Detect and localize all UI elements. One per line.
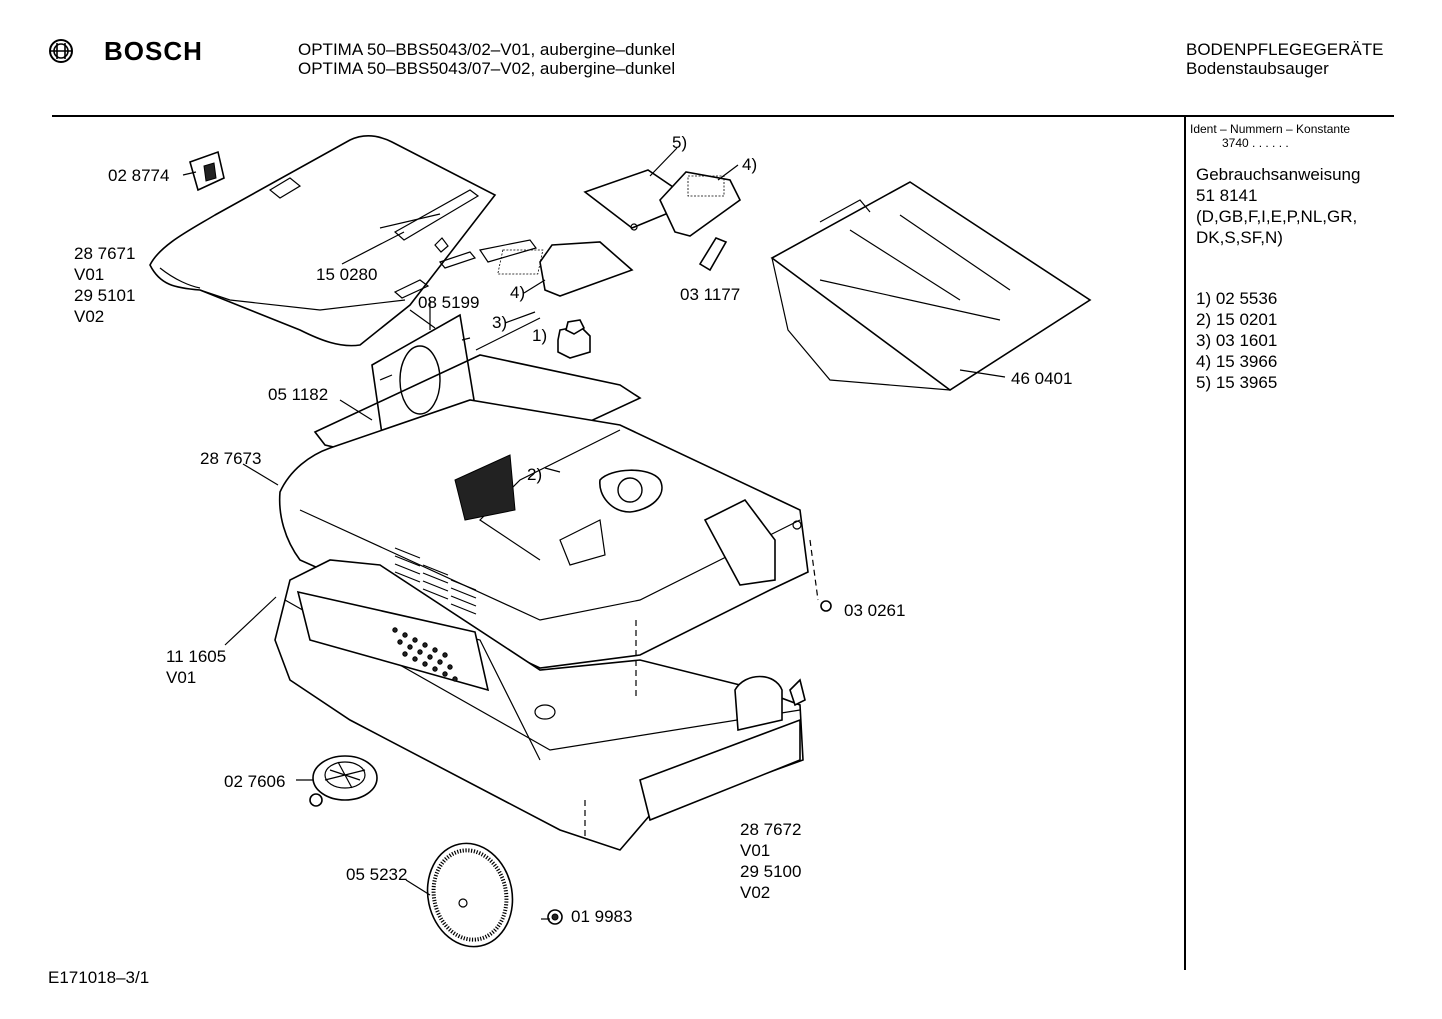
sidebar-divider [1184,117,1186,970]
label-028774: 02 8774 [108,166,170,185]
label-287671: 28 7671 [74,244,136,263]
footnote-5: 5) 15 3965 [1196,373,1278,392]
label-030261: 03 0261 [844,601,906,620]
label-ref-4-lower: 4) [510,283,526,302]
header-divider [52,115,1394,117]
drawing-id: E171018–3/1 [48,968,150,987]
label-460401: 46 0401 [1011,369,1073,388]
wire-frame-part [313,354,642,479]
label-295101: 29 5101 [74,286,136,305]
label-055232: 05 5232 [346,865,408,884]
category-subtitle: Bodenstaubsauger [1186,59,1329,78]
footnote-1: 1) 02 5536 [1196,289,1278,308]
category-title: BODENPFLEGEGERÄTE [1186,40,1384,59]
latch-parts [393,237,537,299]
label-287673: 28 7673 [200,449,262,468]
label-111605: 11 1605 [166,647,227,666]
label-287672-v01: V01 [740,841,771,860]
knob-part [557,319,591,359]
footnote-4: 4) 15 3966 [1196,352,1278,371]
label-ref-3: 3) [492,313,508,332]
filter-holes-pattern [392,627,458,682]
label-287671-v01: V01 [74,265,105,284]
label-027606: 02 7606 [224,772,286,791]
lower-chassis-part [274,559,806,851]
manual-languages-1: (D,GB,F,I,E,P,NL,GR, [1196,207,1358,226]
label-111605-v01: V01 [166,668,197,687]
castor-wheel-part [309,755,378,807]
seal-strip-part [698,237,728,272]
label-019983: 01 9983 [571,907,633,926]
label-031177: 03 1177 [680,285,741,304]
footnote-2: 2) 15 0201 [1196,310,1278,329]
leader-lines [182,147,1006,920]
top-cover-part [149,135,497,347]
logo-armature-icon [49,39,73,63]
brand-name: BOSCH [104,36,203,66]
bosch-logo-icon [48,38,74,64]
label-ref-4-upper: 4) [742,155,758,174]
label-051182: 05 1182 [268,385,329,404]
footnote-3: 3) 03 1601 [1196,331,1278,350]
manual-languages-2: DK,S,SF,N) [1196,228,1283,247]
dust-bag-part [770,181,1092,391]
label-ref-5: 5) [672,133,688,152]
label-295100: 29 5100 [740,862,802,881]
clip-part [189,150,225,192]
label-295100-v02: V02 [740,883,771,902]
model-line-1: OPTIMA 50–BBS5043/02–V01, aubergine–dunk… [298,40,676,59]
label-085199: 08 5199 [418,293,480,312]
filter-cover-lower [497,241,634,297]
label-ref-2: 2) [527,465,543,484]
screw-part [820,600,832,612]
label-ref-1: 1) [532,326,548,345]
rear-wheel-part [426,842,514,948]
manual-title: Gebrauchsanweisung [1196,165,1361,184]
ident-value: 3740 . . . . . . [1222,136,1289,150]
label-150280: 15 0280 [316,265,378,284]
ident-label: Ident – Nummern – Konstante [1190,122,1351,136]
nut-part [547,909,563,925]
manual-number: 51 8141 [1196,186,1258,205]
label-295101-v02: V02 [74,307,105,326]
filter-lid-upper [583,169,742,237]
model-line-2: OPTIMA 50–BBS5043/07–V02, aubergine–dunk… [298,59,676,78]
label-287672: 28 7672 [740,820,802,839]
